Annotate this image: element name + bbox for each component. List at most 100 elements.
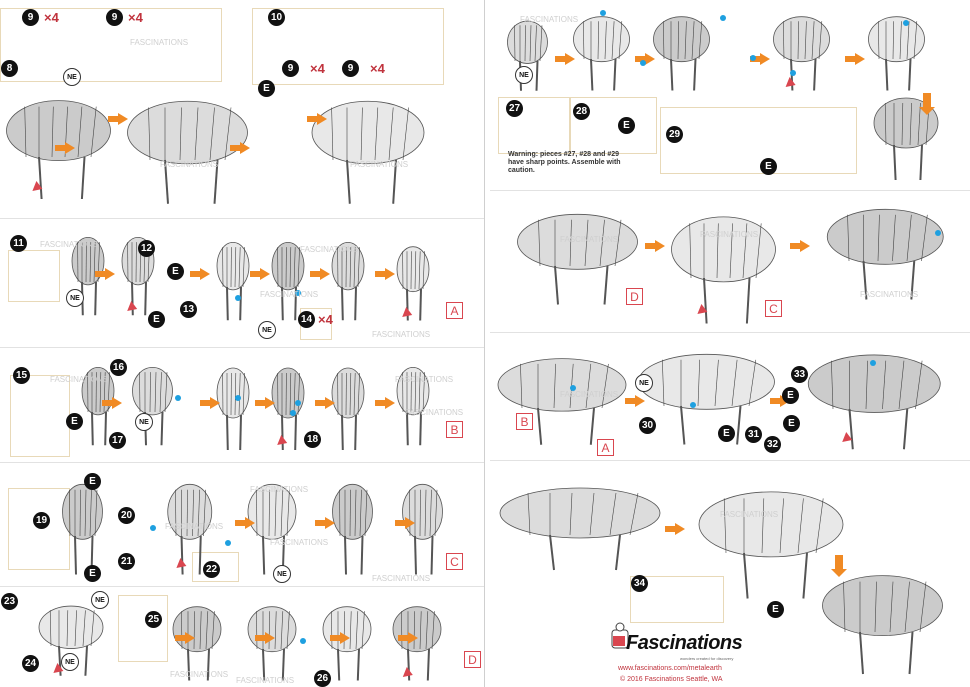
watermark-text: FASCINATIONS — [520, 15, 579, 24]
step-number-badge: 9 — [282, 60, 299, 77]
step-number-badge: 17 — [109, 432, 126, 449]
left-instruction-page — [0, 0, 484, 687]
skeleton-assembly-illustration — [396, 246, 430, 321]
section-divider — [490, 190, 970, 191]
watermark-text: FASCINATIONS — [405, 408, 464, 417]
e-marker-badge: E — [84, 473, 101, 490]
section-divider — [0, 218, 484, 219]
step-number-badge: 21 — [118, 553, 135, 570]
skeleton-assembly-illustration — [868, 16, 925, 91]
ne-marker-badge: NE — [273, 565, 291, 583]
skeleton-assembly-illustration — [132, 366, 173, 446]
subassembly-letter-label: C — [765, 300, 782, 317]
skeleton-assembly-illustration — [873, 97, 939, 181]
skeleton-assembly-illustration — [167, 483, 213, 575]
step-number-badge: 30 — [639, 417, 656, 434]
e-marker-badge: E — [783, 415, 800, 432]
alignment-dot-icon — [640, 60, 646, 66]
skeleton-assembly-illustration — [698, 491, 844, 599]
e-marker-badge: E — [618, 117, 635, 134]
skeleton-assembly-illustration — [331, 241, 365, 321]
step-detail-box — [118, 595, 168, 662]
step-number-badge: 27 — [506, 100, 523, 117]
section-divider — [0, 462, 484, 463]
watermark-text: FASCINATIONS — [270, 538, 329, 547]
subassembly-letter-label: B — [446, 421, 463, 438]
step-number-badge: 9 — [342, 60, 359, 77]
ne-marker-badge: NE — [66, 289, 84, 307]
brand-tagline: wonders created for discovery — [680, 656, 734, 661]
subassembly-letter-label: A — [597, 439, 614, 456]
step-number-badge: 28 — [573, 103, 590, 120]
watermark-text: FASCINATIONS — [372, 574, 431, 583]
watermark-text: FASCINATIONS — [130, 38, 189, 47]
alignment-dot-icon — [235, 295, 241, 301]
step-number-badge: 24 — [22, 655, 39, 672]
e-marker-badge: E — [167, 263, 184, 280]
alignment-dot-icon — [300, 638, 306, 644]
step-number-badge: 34 — [631, 575, 648, 592]
step-arrow-icon — [395, 517, 415, 529]
quantity-label: ×4 — [44, 10, 59, 25]
watermark-text: FASCINATIONS — [170, 670, 229, 679]
skeleton-assembly-illustration — [271, 241, 305, 321]
step-arrow-icon — [790, 240, 810, 252]
brand-name: Fascinations — [626, 632, 743, 654]
step-number-badge: 22 — [203, 561, 220, 578]
skeleton-assembly-illustration — [497, 358, 627, 445]
watermark-text: FASCINATIONS — [300, 245, 359, 254]
e-marker-badge: E — [84, 565, 101, 582]
step-number-badge: 13 — [180, 301, 197, 318]
skeleton-assembly-illustration — [396, 366, 430, 446]
e-marker-badge: E — [148, 311, 165, 328]
skeleton-assembly-illustration — [517, 213, 638, 305]
fascinations-logo-icon — [611, 622, 629, 649]
step-arrow-icon — [315, 517, 335, 529]
skeleton-assembly-illustration — [507, 20, 548, 91]
skeleton-assembly-illustration — [121, 236, 155, 316]
watermark-text: FASCINATIONS — [165, 522, 224, 531]
subassembly-letter-label: B — [516, 413, 533, 430]
skeleton-assembly-illustration — [671, 216, 776, 324]
skeleton-assembly-illustration — [311, 100, 425, 204]
alignment-dot-icon — [295, 290, 301, 296]
e-marker-badge: E — [718, 425, 735, 442]
step-arrow-icon — [845, 53, 865, 65]
skeleton-assembly-illustration — [331, 367, 365, 451]
watermark-text: FASCINATIONS — [395, 375, 454, 384]
ne-marker-badge: NE — [135, 413, 153, 431]
skeleton-assembly-illustration — [807, 354, 941, 450]
section-divider — [490, 460, 970, 461]
ne-marker-badge: NE — [635, 374, 653, 392]
step-number-badge: 23 — [1, 593, 18, 610]
e-marker-badge: E — [782, 387, 799, 404]
step-arrow-down-icon — [919, 93, 935, 115]
subassembly-letter-label: D — [626, 288, 643, 305]
skeleton-assembly-illustration — [499, 487, 661, 571]
skeleton-assembly-illustration — [6, 100, 111, 200]
step-arrow-icon — [108, 113, 128, 125]
watermark-text: FASCINATIONS — [700, 230, 759, 239]
ne-marker-badge: NE — [515, 66, 533, 84]
step-number-badge: 33 — [791, 366, 808, 383]
step-arrow-icon — [95, 268, 115, 280]
quantity-label: ×4 — [370, 61, 385, 76]
step-arrow-icon — [750, 53, 770, 65]
alignment-dot-icon — [290, 410, 296, 416]
watermark-text: FASCINATIONS — [860, 290, 919, 299]
watermark-text: FASCINATIONS — [372, 330, 431, 339]
step-arrow-icon — [175, 632, 195, 644]
sharp-points-warning: Warning: pieces #27, #28 and #29 have sh… — [508, 151, 621, 174]
skeleton-assembly-illustration — [638, 353, 775, 445]
watermark-text: FASCINATIONS — [560, 235, 619, 244]
skeleton-assembly-illustration — [247, 483, 297, 575]
step-detail-box — [570, 97, 657, 154]
step-arrow-icon — [102, 397, 122, 409]
skeleton-assembly-illustration — [653, 16, 710, 91]
step-arrow-icon — [200, 397, 220, 409]
skeleton-assembly-illustration — [773, 16, 830, 91]
step-arrow-icon — [330, 632, 350, 644]
quantity-label: ×4 — [318, 312, 333, 327]
step-arrow-icon — [250, 268, 270, 280]
brand-url[interactable]: www.fascinations.com/metalearth — [618, 665, 722, 672]
